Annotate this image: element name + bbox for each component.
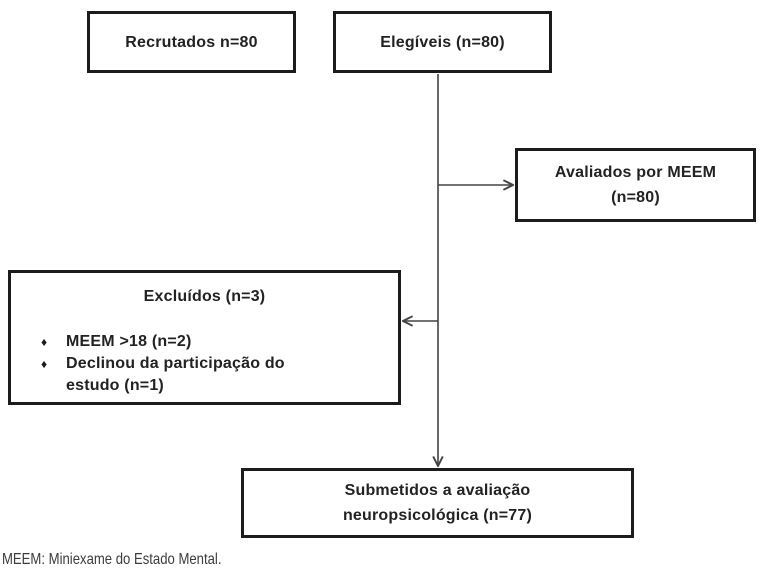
diamond-bullet-icon: ♦ bbox=[41, 357, 48, 371]
box-avaliados-meem-line1: Avaliados por MEEM bbox=[554, 164, 717, 181]
box-elegiveis-label: Elegíveis (n=80) bbox=[380, 33, 505, 51]
box-elegiveis: Elegíveis (n=80) bbox=[333, 11, 552, 73]
excluded-reason-text: Declinou da participação do estudo (n=1) bbox=[66, 355, 285, 394]
box-submetidos-line2: neuropsicológica (n=77) bbox=[342, 507, 533, 524]
diamond-bullet-icon: ♦ bbox=[41, 335, 48, 349]
box-submetidos-line1: Submetidos a avaliação bbox=[344, 482, 531, 499]
box-recrutados-label: Recrutados n=80 bbox=[125, 33, 258, 51]
box-submetidos: Submetidos a avaliação neuropsicológica … bbox=[241, 468, 634, 538]
excluded-reason-text: MEEM >18 (n=2) bbox=[66, 333, 192, 350]
box-avaliados-meem: Avaliados por MEEM (n=80) bbox=[515, 148, 756, 222]
excluded-reasons-list: ♦ MEEM >18 (n=2) ♦ Declinou da participa… bbox=[11, 331, 398, 397]
box-excluidos: Excluídos (n=3) ♦ MEEM >18 (n=2) ♦ Decli… bbox=[8, 270, 401, 405]
excluded-reason-item: ♦ Declinou da participação do estudo (n=… bbox=[41, 353, 398, 397]
box-excluidos-title: Excluídos (n=3) bbox=[143, 288, 266, 305]
excluded-reason-item: ♦ MEEM >18 (n=2) bbox=[41, 331, 398, 353]
box-avaliados-meem-line2: (n=80) bbox=[611, 189, 660, 206]
footnote: MEEM: Miniexame do Estado Mental. bbox=[2, 551, 222, 568]
box-recrutados: Recrutados n=80 bbox=[87, 11, 296, 73]
